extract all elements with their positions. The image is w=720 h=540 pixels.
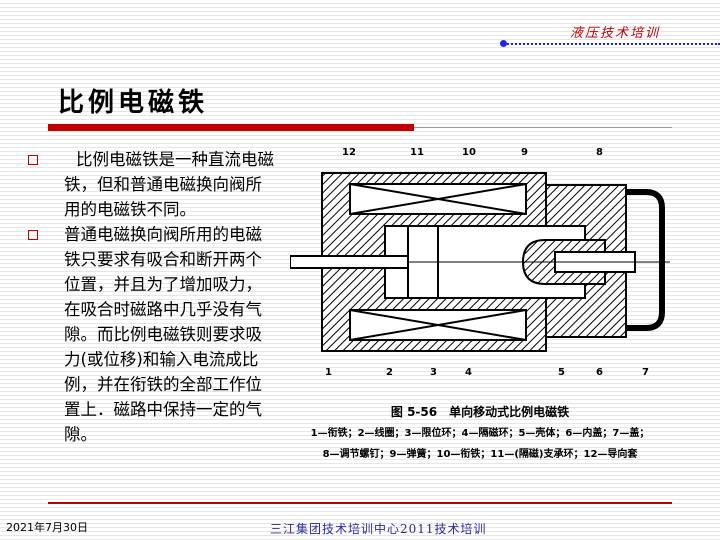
footer-divider: [48, 502, 672, 504]
bullet-item: 普通电磁换向阀所用的电磁铁只要求有吸合和断开两个位置，并且为了增加吸力，在吸合时…: [28, 222, 278, 447]
figure-caption: 图 5-56 单向移动式比例电磁铁 1—衔铁；2—线圈；3—限位环；4—隔磁环；…: [282, 402, 678, 465]
label-5: 5: [558, 367, 565, 378]
label-12: 12: [342, 147, 356, 158]
bullet-text: 比例电磁铁是一种直流电磁铁，但和普通电磁换向阀所用的电磁铁不同。: [64, 150, 274, 219]
label-3: 3: [430, 367, 437, 378]
brand-title: 液压技术培训: [570, 26, 661, 41]
title-divider: [414, 127, 672, 128]
label-2: 2: [386, 367, 393, 378]
label-8: 8: [596, 147, 603, 158]
label-6: 6: [596, 367, 603, 378]
label-9: 9: [521, 147, 528, 158]
bullet-text: 普通电磁换向阀所用的电磁铁只要求有吸合和断开两个位置，并且为了增加吸力，在吸合时…: [64, 225, 262, 444]
solenoid-cross-section-diagram: 12 11 10 9 8 1 2 3 4 5 6 7: [290, 147, 670, 378]
label-1: 1: [325, 367, 332, 378]
label-4: 4: [465, 367, 472, 378]
title-underline: [48, 124, 414, 131]
caption-legend-line-2: 8—调节螺钉；9—弹簧；10—衔铁；11—(隔磁)支承环；12—导向套: [322, 449, 638, 460]
caption-title: 图 5-56 单向移动式比例电磁铁: [390, 405, 570, 419]
bullet-item: 比例电磁铁是一种直流电磁铁，但和普通电磁换向阀所用的电磁铁不同。: [28, 147, 278, 222]
footer-date: 2021年7月30日: [6, 521, 88, 534]
slide-title: 比例电磁铁: [58, 88, 209, 118]
header-dot: [500, 40, 507, 47]
bullet-list: 比例电磁铁是一种直流电磁铁，但和普通电磁换向阀所用的电磁铁不同。 普通电磁换向阀…: [28, 147, 278, 447]
caption-legend-line-1: 1—衔铁；2—线圈；3—限位环；4—隔磁环；5—壳体；6—内盖；7—盖；: [310, 428, 650, 439]
label-7: 7: [642, 367, 649, 378]
header-dotted-line: [504, 43, 720, 45]
bullet-square-icon: [28, 155, 38, 165]
label-11: 11: [410, 147, 424, 158]
footer-text: 三江集团技术培训中心2011技术培训: [270, 522, 487, 536]
bullet-square-icon: [28, 230, 38, 240]
label-10: 10: [462, 147, 476, 158]
